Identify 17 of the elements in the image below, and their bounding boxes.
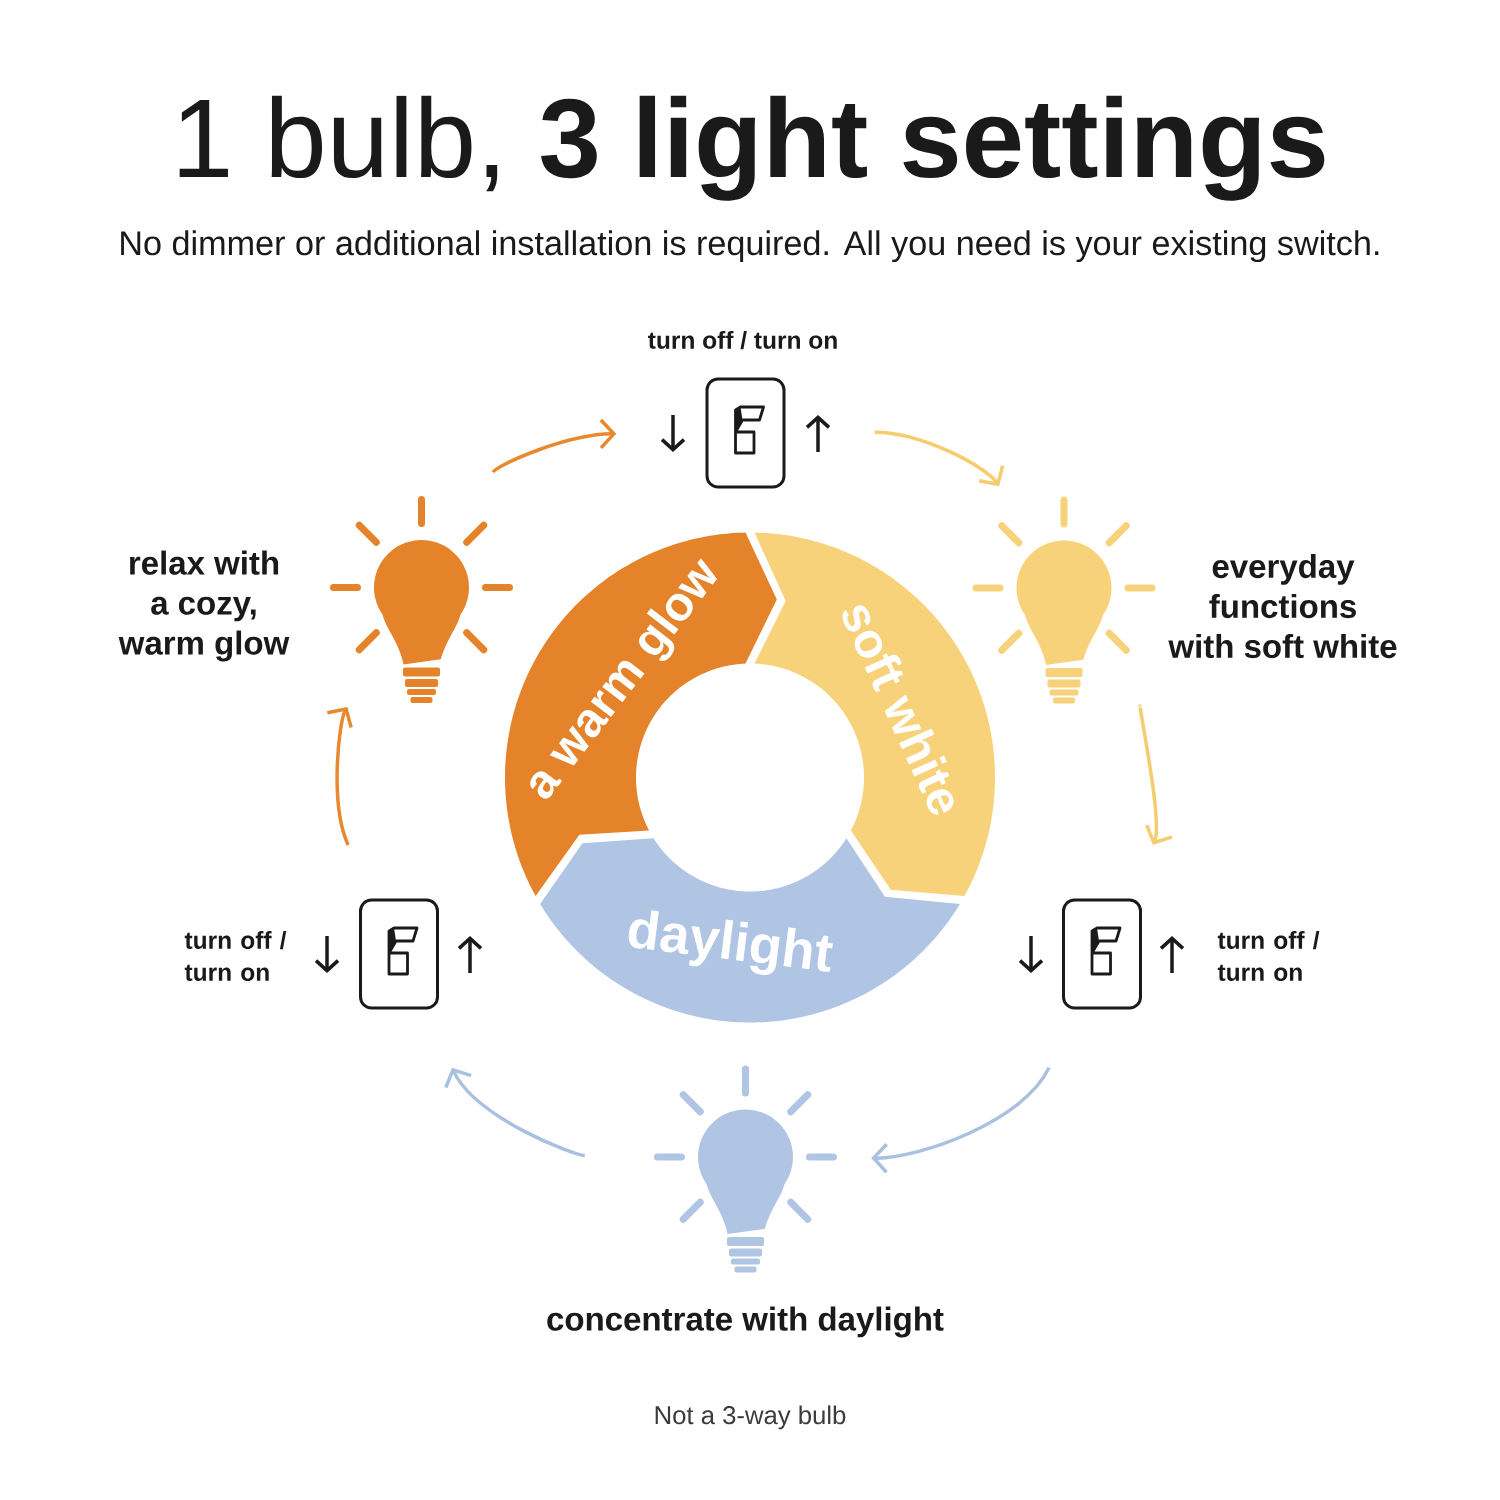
ring-segment: daylight (540, 838, 960, 1023)
arrow (444, 1067, 586, 1158)
arrow (871, 1066, 1051, 1174)
ring-segment: soft white (754, 532, 995, 897)
note: Not a 3-way bulb (655, 1405, 846, 1430)
switch-label: turn off / turn on (648, 330, 837, 350)
arrow (327, 707, 353, 846)
arrow (1138, 706, 1173, 845)
bulb-caption: everyday functions with soft white (1168, 553, 1397, 659)
arrow (491, 418, 617, 474)
arrow (874, 430, 1005, 487)
title: 1 bulb, 3 light settings (179, 95, 1325, 201)
subtitle: No dimmer or additional installation is required. All you need is your existing switch. (121, 230, 1379, 263)
switch-label: turn off / turn on (1217, 931, 1320, 981)
bulb-caption: concentrate with daylight (547, 1306, 944, 1338)
switch-label: turn off / turn on (184, 931, 287, 981)
bulb-caption: relax with a cozy, warm glow (118, 550, 290, 662)
